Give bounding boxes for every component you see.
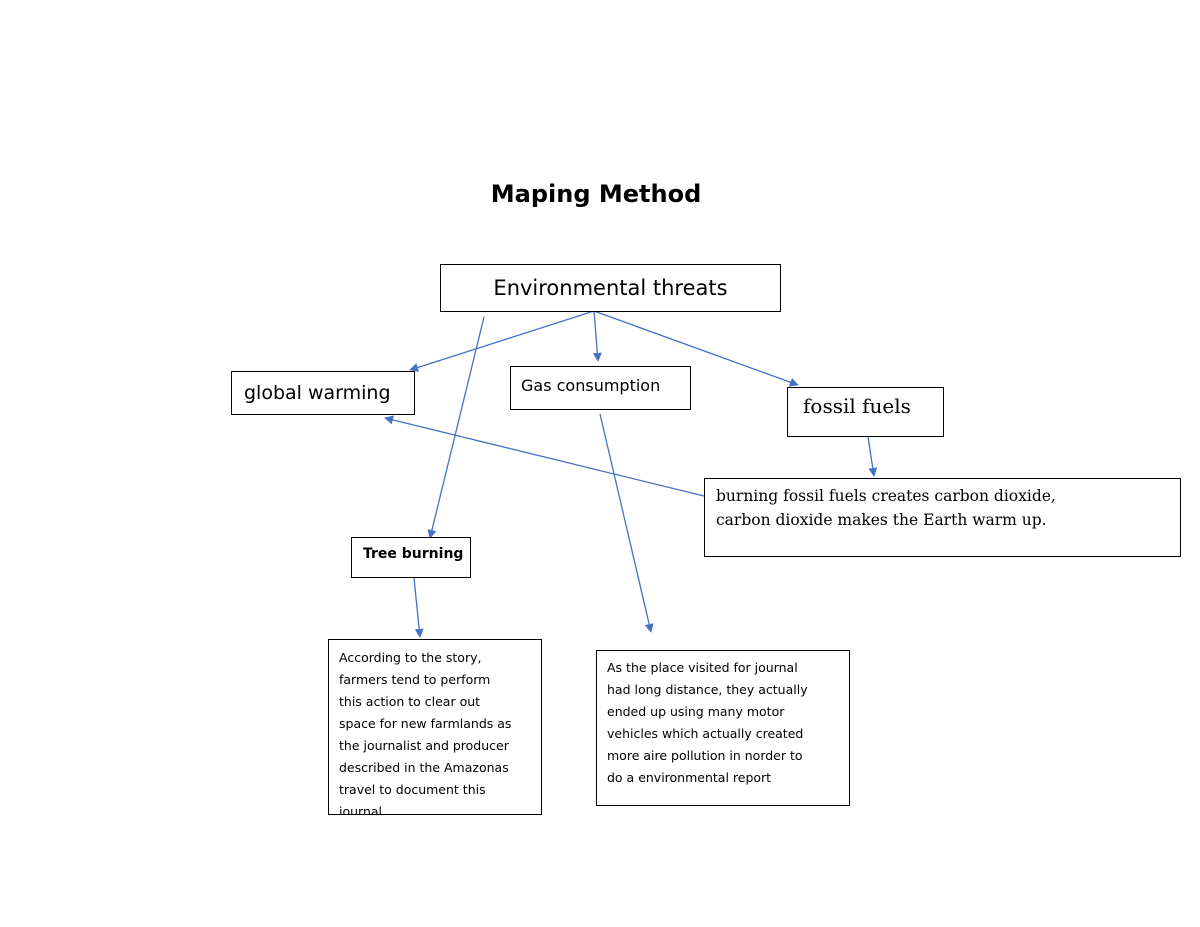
node-label: Environmental threats [493, 276, 728, 300]
arrow-root-to-fossil-fuels [593, 310, 799, 387]
node-text-line: do a environmental report [607, 770, 772, 785]
node-text-line: travel to document this [339, 782, 486, 797]
node-text-line: had long distance, they actually [607, 682, 808, 697]
node-gas-consumption: Gas consumption [510, 366, 691, 410]
node-text-line: As the place visited for journal [607, 660, 798, 675]
node-label: Tree burning [363, 546, 464, 562]
node-label: Gas consumption [521, 376, 661, 395]
node-global-warming: global warming [231, 371, 415, 415]
arrow-root-to-tree-burning [427, 316, 485, 539]
node-place-note: As the place visited for journal had lon… [596, 650, 850, 806]
node-label: fossil fuels [803, 394, 911, 418]
node-text-line: journal. [339, 804, 386, 815]
node-text-line: ended up using many motor [607, 704, 785, 719]
node-text-line: the journalist and producer [339, 738, 509, 753]
node-label: global warming [244, 382, 391, 404]
node-fossil-fuels: fossil fuels [787, 387, 944, 437]
node-text-line: space for new farmlands as [339, 716, 512, 731]
arrow-burning-to-global-warming [384, 415, 705, 497]
arrow-fossil-fuels-to-burning [867, 436, 878, 477]
node-text-line: this action to clear out [339, 694, 481, 709]
node-text-line: vehicles which actually created [607, 726, 804, 741]
node-text-line: described in the Amazonas [339, 760, 509, 775]
arrow-root-to-global-warming [409, 310, 595, 372]
node-text-line: more aire pollution in norder to [607, 748, 803, 763]
page-title: Maping Method [490, 180, 702, 208]
node-environmental-threats: Environmental threats [440, 264, 781, 312]
node-tree-burning: Tree burning [351, 537, 471, 578]
node-text-line: burning fossil fuels creates carbon diox… [716, 487, 1056, 505]
node-story-note: According to the story, farmers tend to … [328, 639, 542, 815]
node-text-line: farmers tend to perform [339, 672, 491, 687]
node-text-line: carbon dioxide makes the Earth warm up. [716, 511, 1047, 529]
node-text-line: According to the story, [339, 650, 482, 665]
arrow-root-to-gas-consumption [592, 310, 602, 362]
arrow-gas-consumption-to-place [599, 413, 654, 633]
node-burning-fossil-fuels: burning fossil fuels creates carbon diox… [704, 478, 1181, 557]
arrow-tree-burning-to-story [413, 577, 424, 638]
